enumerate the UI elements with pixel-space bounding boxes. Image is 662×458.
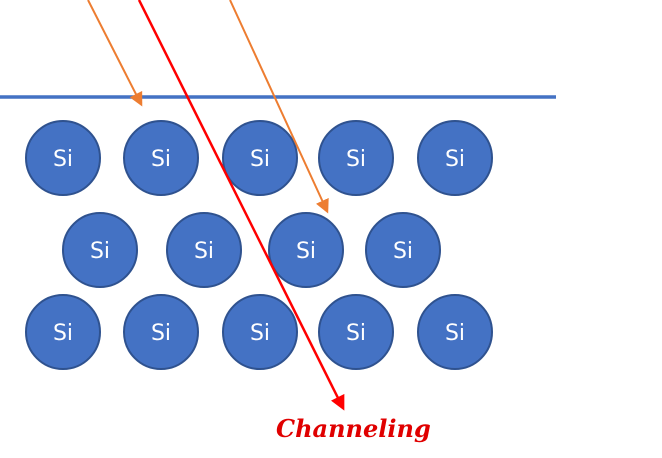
si-atom-label: Si	[53, 147, 73, 172]
si-atom: Si	[222, 120, 298, 196]
si-atom: Si	[222, 294, 298, 370]
si-atom-circle	[417, 120, 493, 196]
si-atom: Si	[25, 120, 101, 196]
si-atom-label: Si	[90, 239, 110, 264]
si-atom-circle	[318, 120, 394, 196]
si-atom-label: Si	[151, 147, 171, 172]
si-atom-circle	[123, 294, 199, 370]
si-atom: Si	[166, 212, 242, 288]
si-atom-circle	[25, 294, 101, 370]
si-atom-label: Si	[445, 321, 465, 346]
si-atom-label: Si	[346, 147, 366, 172]
si-atom: Si	[62, 212, 138, 288]
si-atom: Si	[123, 120, 199, 196]
si-atom-circle	[318, 294, 394, 370]
si-atom-label: Si	[346, 321, 366, 346]
si-atom: Si	[318, 294, 394, 370]
si-atom-circle	[417, 294, 493, 370]
si-atom: Si	[318, 120, 394, 196]
si-atom-label: Si	[393, 239, 413, 264]
si-atom: Si	[123, 294, 199, 370]
si-atom-circle	[123, 120, 199, 196]
si-atom-label: Si	[296, 239, 316, 264]
si-atom-label: Si	[250, 147, 270, 172]
channeled-ion-path	[137, 0, 345, 411]
si-atom-label: Si	[250, 321, 270, 346]
si-atom-circle	[166, 212, 242, 288]
si-atom: Si	[417, 120, 493, 196]
si-atom-circle	[365, 212, 441, 288]
si-atom-label: Si	[445, 147, 465, 172]
si-atom-label: Si	[194, 239, 214, 264]
si-atom-label: Si	[151, 321, 171, 346]
scattered-ion-path-2	[229, 0, 329, 214]
channeling-label: Channeling	[276, 414, 431, 443]
si-atom-circle	[62, 212, 138, 288]
scattered-ion-path-1	[87, 0, 143, 107]
si-atom: Si	[365, 212, 441, 288]
si-atom: Si	[268, 212, 344, 288]
si-atom-circle	[25, 120, 101, 196]
si-atom-circle	[222, 120, 298, 196]
si-atom-circle	[222, 294, 298, 370]
si-atom: Si	[417, 294, 493, 370]
si-atom-circle	[268, 212, 344, 288]
si-atom-label: Si	[53, 321, 73, 346]
si-atom: Si	[25, 294, 101, 370]
